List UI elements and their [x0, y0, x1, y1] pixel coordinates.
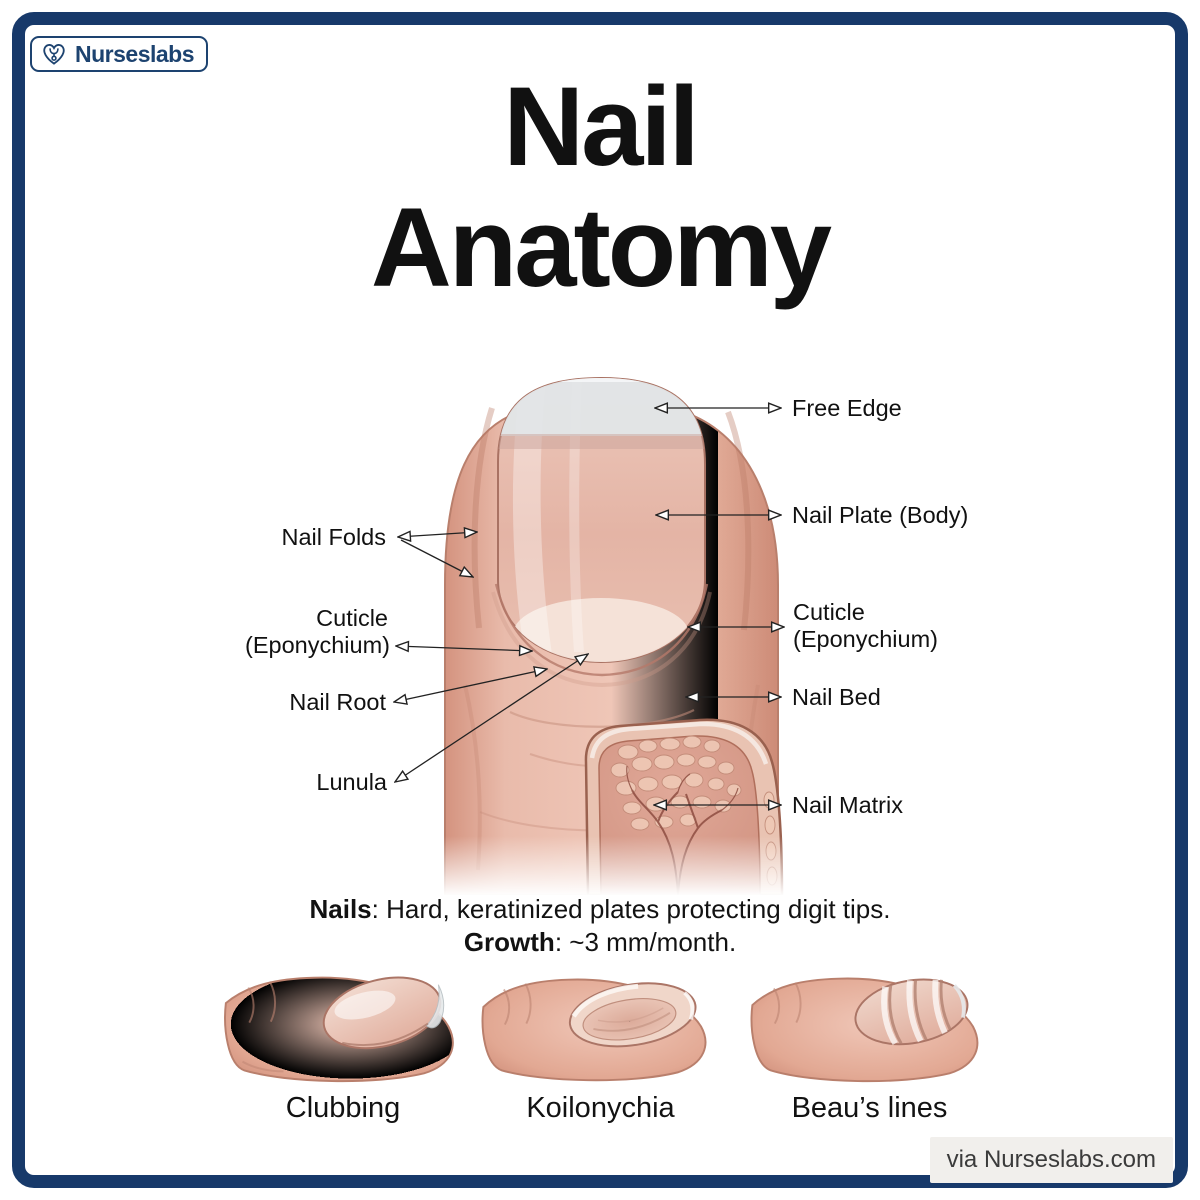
- nail-anatomy-diagram: Free Edge Nail Plate (Body) Cuticle (Epo…: [180, 330, 1020, 895]
- free-edge-graphic: [498, 378, 705, 436]
- label-nail-plate: Nail Plate (Body): [792, 502, 968, 528]
- caption-desc-growth: : ~3 mm/month.: [554, 927, 737, 957]
- label-nail-matrix: Nail Matrix: [792, 792, 903, 818]
- bottom-fade: [430, 836, 800, 895]
- heart-stethoscope-icon: [43, 44, 65, 65]
- lunula-graphic: [513, 598, 689, 662]
- annotation-arrows: [394, 408, 784, 805]
- beaus-lines-label: Beau’s lines: [791, 1092, 948, 1124]
- fingertip-illustration: Free Edge Nail Plate (Body) Cuticle (Epo…: [245, 376, 968, 895]
- clubbing-illustration: [224, 976, 454, 1083]
- beaus-lines-nail: [854, 978, 969, 1046]
- label-cuticle-right-1: Cuticle: [793, 599, 865, 625]
- label-free-edge: Free Edge: [792, 395, 902, 421]
- koilonychia-illustration: [481, 978, 707, 1082]
- label-cuticle-left-2: (Eponychium): [245, 632, 390, 658]
- caption-term-growth: Growth: [463, 927, 555, 957]
- label-cuticle-left-1: Cuticle: [316, 605, 388, 631]
- nurseslabs-logo: Nurseslabs: [30, 36, 209, 72]
- title-line-1: Nail: [503, 64, 699, 189]
- beaus-lines-illustration: [750, 977, 979, 1083]
- caption-desc-nails: : Hard, keratinized plates protecting di…: [371, 894, 891, 924]
- nail-facts-caption: Nails: Hard, keratinized plates protecti…: [0, 893, 1200, 959]
- attribution-badge: via Nurseslabs.com: [929, 1137, 1173, 1183]
- matrix-lobules: [610, 735, 778, 886]
- clubbing-label: Clubbing: [285, 1092, 401, 1124]
- clubbing-nail: [322, 976, 445, 1050]
- figure-koilonychia: Koilonychia: [478, 966, 723, 1125]
- title-line-2: Anatomy: [370, 185, 832, 310]
- label-nail-bed: Nail Bed: [792, 684, 881, 710]
- label-lunula: Lunula: [316, 769, 387, 795]
- page-title: Nail Anatomy: [0, 66, 1200, 308]
- label-nail-root: Nail Root: [289, 689, 386, 715]
- figure-clubbing: Clubbing: [208, 966, 478, 1125]
- koilonychia-nail: [568, 982, 697, 1048]
- figure-beaus-lines: Beau’s lines: [742, 966, 997, 1125]
- caption-term-nails: Nails: [309, 894, 372, 924]
- koilonychia-label: Koilonychia: [526, 1092, 675, 1124]
- label-nail-folds: Nail Folds: [282, 524, 386, 550]
- logo-text: Nurseslabs: [75, 40, 195, 67]
- label-cuticle-right-2: (Eponychium): [793, 626, 938, 652]
- nail-plate-graphic: [491, 376, 712, 688]
